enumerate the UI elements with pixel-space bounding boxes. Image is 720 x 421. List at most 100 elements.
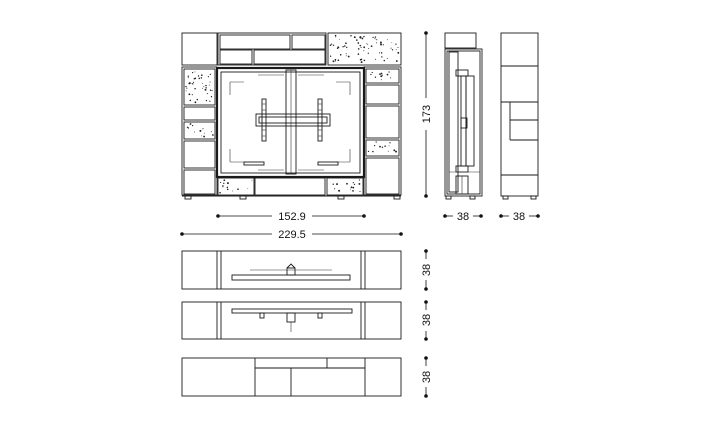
speckle-dot: [376, 39, 378, 41]
plan-view-bottom: [181, 357, 402, 397]
speckle-dot: [352, 186, 355, 189]
speckle-dot: [208, 84, 210, 86]
speckle-dot: [191, 94, 193, 96]
speckle-dot: [395, 150, 397, 153]
speckle-dot: [359, 44, 362, 47]
speckle-dot: [332, 60, 335, 63]
speckle-dot: [207, 76, 210, 78]
dimension-height: 173: [421, 31, 433, 198]
speckle-dot: [368, 48, 370, 50]
speckled-panel-left-small: [183, 121, 216, 140]
dimension-plan-depth-mid: 38: [421, 300, 433, 341]
speckle-dot: [345, 53, 347, 55]
speckle-dot: [237, 188, 239, 191]
speckle-dot: [380, 52, 383, 54]
speckle-dot: [397, 46, 399, 49]
speckle-dot: [342, 45, 344, 48]
speckle-dot: [339, 53, 342, 56]
speckle-dot: [223, 179, 226, 182]
speckle-dot: [361, 37, 364, 40]
speckle-dot: [363, 59, 366, 62]
speckle-dot: [191, 71, 194, 74]
speckle-dot: [199, 129, 202, 132]
speckle-dot: [378, 52, 381, 54]
speckle-dot: [367, 52, 369, 54]
speckle-dot: [187, 77, 189, 79]
speckle-dot: [386, 58, 388, 60]
dimension-label-side-depth-b: 38: [513, 211, 525, 223]
speckle-dot: [223, 182, 225, 184]
speckle-dot: [359, 36, 362, 39]
speckle-dot: [370, 45, 373, 48]
speckle-dot: [336, 47, 339, 50]
speckle-dot: [350, 35, 352, 37]
plan-view-top: [181, 250, 402, 290]
speckle-dot: [347, 55, 350, 58]
speckle-dot: [226, 182, 229, 185]
speckle-dot: [251, 179, 253, 181]
speckle-dot: [205, 99, 208, 102]
speckle-dot: [387, 150, 389, 152]
speckle-dot: [379, 41, 382, 44]
speckle-dot: [397, 52, 399, 54]
speckle-dot: [353, 36, 356, 39]
speckle-dot: [358, 179, 360, 181]
dimension-label-plan-depth-bottom: 38: [421, 371, 433, 383]
speckle-dot: [185, 85, 187, 88]
speckled-panel-left: [183, 68, 216, 106]
speckle-dot: [192, 125, 194, 127]
side-elevation-b: [500, 32, 539, 200]
speckle-dot: [391, 49, 394, 51]
speckle-dot: [380, 72, 383, 75]
speckle-dot: [379, 73, 381, 75]
speckle-dot: [210, 96, 213, 98]
speckle-dot: [337, 59, 340, 61]
speckle-dot: [367, 150, 370, 153]
speckled-panel-bottom-right: [326, 177, 364, 196]
speckle-dot: [372, 150, 374, 153]
speckle-dot: [209, 89, 212, 91]
speckle-dot: [380, 43, 382, 46]
speckle-dot: [388, 145, 390, 147]
speckle-dot: [186, 87, 188, 89]
speckle-dot: [356, 39, 358, 41]
speckle-dot: [374, 76, 377, 78]
speckle-dot: [192, 81, 195, 83]
speckle-dot: [357, 42, 360, 44]
side-elevation-a: [444, 32, 483, 200]
speckle-dot: [380, 75, 383, 78]
speckle-dot: [338, 189, 341, 192]
speckle-dot: [191, 83, 193, 84]
dimension-label-plan-depth-mid: 38: [421, 314, 433, 326]
speckle-dot: [349, 188, 351, 190]
speckle-dot: [226, 188, 229, 191]
front-elevation: [181, 32, 402, 200]
speckle-dot: [346, 182, 348, 185]
speckle-dot: [200, 135, 202, 137]
speckle-dot: [375, 58, 377, 60]
speckle-dot: [370, 74, 372, 75]
speckle-dot: [329, 55, 332, 57]
speckle-dot: [209, 81, 211, 83]
speckle-dot: [212, 134, 214, 136]
speckle-dot: [350, 186, 353, 189]
speckle-dot: [393, 149, 396, 152]
speckle-dot: [198, 77, 201, 80]
speckle-dot: [358, 182, 361, 185]
speckle-dot: [332, 183, 334, 185]
speckle-dot: [382, 44, 384, 46]
speckle-dot: [395, 60, 398, 62]
speckle-dot: [389, 142, 391, 144]
speckle-dot: [197, 75, 200, 77]
speckle-dot: [353, 183, 356, 186]
speckle-dot: [205, 84, 207, 87]
speckle-dot: [193, 131, 195, 133]
speckle-dot: [247, 188, 249, 189]
speckle-dot: [331, 43, 333, 45]
speckle-dot: [395, 43, 397, 45]
speckle-dot: [194, 101, 197, 104]
speckle-dot: [219, 191, 221, 194]
speckle-dot: [383, 59, 386, 62]
speckle-dot: [189, 123, 192, 125]
dimension-plan-depth-top: 38: [421, 249, 433, 291]
